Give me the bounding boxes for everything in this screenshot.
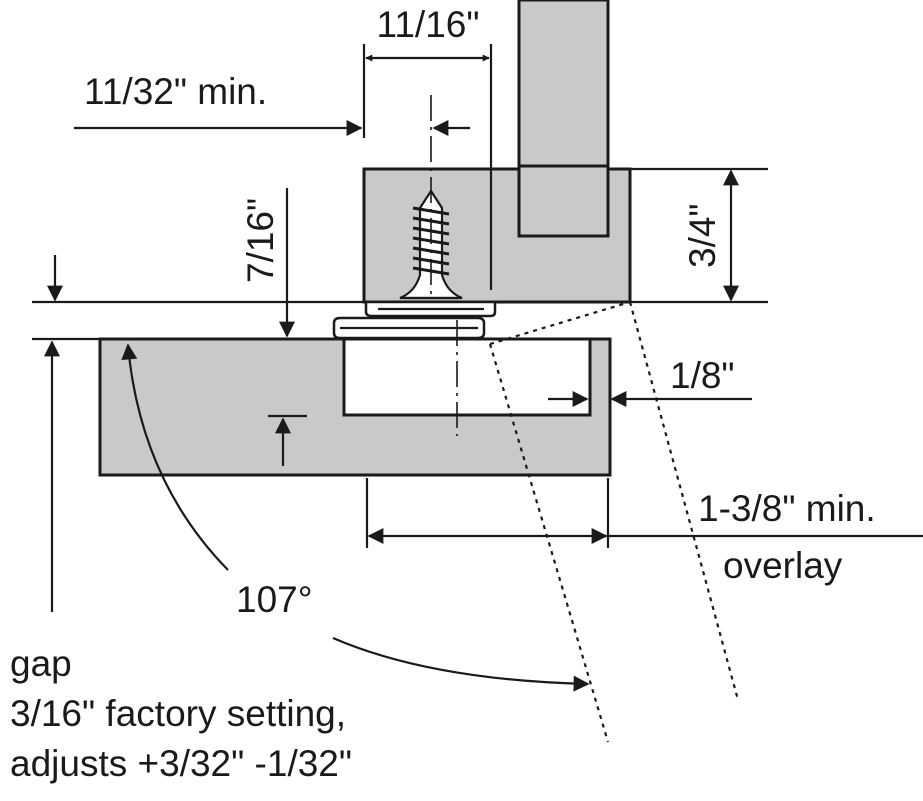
hinge-arm [332,300,497,340]
angle-arc-upper [121,343,229,571]
open-door-outline-outer [628,301,740,701]
open-door-outline-top [489,300,631,346]
gap-label-line3: adjusts +3/32" -1/32" [10,743,352,784]
overlay-label-line2: overlay [723,545,843,586]
dim-11-32-label: 11/32" min. [84,71,267,112]
gap-label-line2: 3/16" factory setting, [10,693,346,734]
dim-11-16-label: 11/16" [377,4,480,45]
frame-post-front [517,164,610,238]
dim-1-8-label: 1/8" [670,355,735,396]
angle-label: 107° [236,579,313,620]
gap-label-line1: gap [10,643,72,684]
angle-arc-lower [332,636,590,692]
dim-7-16-label: 7/16" [240,198,281,283]
overlay-label-line1: 1-3/8" min. [698,488,876,529]
hinge-cup [342,337,592,417]
dim-3-4-label: 3/4" [682,203,723,268]
